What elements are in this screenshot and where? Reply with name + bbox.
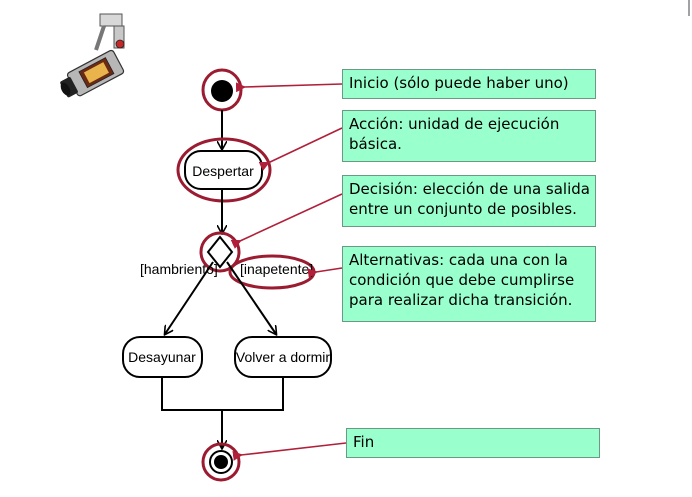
callout-inicio: Inicio (sólo puede haber uno) [342, 69, 596, 99]
action-volver-label: Volver a dormir [236, 349, 330, 365]
callout-decision: Decisión: elección de una salida entre u… [342, 175, 596, 227]
action-despertar-label: Despertar [192, 163, 254, 179]
decision-highlight-ring [199, 231, 241, 273]
callout-inicio-text: Inicio (sólo puede haber uno) [349, 74, 569, 92]
security-camera-icon [60, 13, 125, 98]
callout-alternativas-line-3: para realizar dicha transición. [349, 291, 573, 309]
callout-alternativas-line-2: condición que debe cumplirse [349, 271, 575, 289]
flow-merge [161, 378, 284, 411]
pointer-decision [230, 193, 343, 249]
callout-accion-line-1: Acción: unidad de ejecución [349, 115, 560, 133]
callout-alternativas: Alternativas: cada una con la condición … [342, 246, 596, 322]
callout-alternativas-line-1: Alternativas: cada una con la [349, 251, 568, 269]
pointer-alternativas [307, 267, 343, 279]
final-node-inner [214, 455, 228, 469]
despertar-highlight-ring [176, 137, 272, 203]
callout-accion-line-2: básica. [349, 135, 402, 153]
callout-accion: Acción: unidad de ejecución básica. [342, 110, 596, 162]
pointer-accion [258, 127, 343, 171]
initial-node [211, 80, 233, 102]
pointer-fin [232, 442, 347, 461]
action-desayunar [122, 336, 203, 378]
callout-decision-line-2: entre un conjunto de posibles. [349, 200, 577, 218]
callout-fin-text: Fin [353, 433, 375, 451]
action-desayunar-label: Desayunar [128, 349, 196, 365]
flow-decision-desayunar [165, 261, 214, 334]
corner-mark [688, 0, 690, 16]
guard-hambriento: [hambriento] [140, 261, 218, 277]
callout-decision-line-1: Decisión: elección de una salida [349, 180, 590, 198]
final-highlight-ring [201, 442, 241, 482]
action-volver [234, 336, 332, 378]
flow-decision-volver [226, 261, 276, 334]
pointer-inicio [235, 82, 343, 93]
decision-node [206, 235, 234, 269]
guard-inapetente: [inapetente] [240, 261, 313, 277]
callout-fin: Fin [346, 428, 600, 458]
